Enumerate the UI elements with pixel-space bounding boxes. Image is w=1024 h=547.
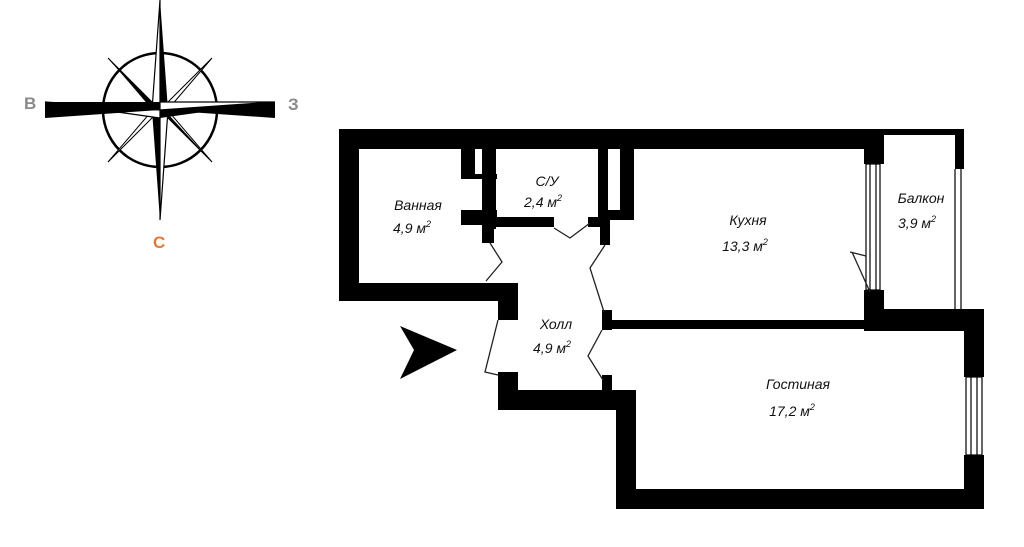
kitchen-door — [589, 244, 606, 313]
doors — [484, 222, 871, 381]
wall-wc-kitchen-bottom — [598, 210, 634, 220]
room-hall: Холл 4,9 м2 — [533, 316, 572, 356]
room-living-name: Гостиная — [766, 376, 831, 392]
bathroom-door — [485, 242, 503, 282]
wall-wc-kitchen-left — [598, 149, 608, 219]
wall-bath-wc-partition — [482, 149, 496, 229]
room-wc: С/У 2,4 м2 — [523, 173, 562, 210]
compass-main-points — [44, 0, 276, 221]
wall-bathroom-bottom — [339, 283, 499, 301]
balcony-window — [954, 169, 962, 309]
room-living: Гостиная 17,2 м2 — [766, 376, 831, 419]
wall-living-top-right — [864, 309, 984, 331]
room-kitchen: Кухня 13,3 м2 — [722, 212, 768, 254]
room-balcony: Балкон 3,9 м2 — [898, 190, 945, 231]
compass-rose: В З С — [24, 0, 299, 252]
wall-wc-kitchen-right — [620, 149, 634, 219]
windows — [865, 163, 983, 456]
wall-living-right-top — [964, 309, 984, 377]
wall-living-bottom — [616, 489, 984, 509]
wall-hall-pillar-top — [498, 283, 518, 320]
wall-wc-bottom — [482, 217, 554, 227]
room-bathroom: Ванная 4,9 м2 — [393, 197, 442, 236]
room-hall-area: 4,9 м2 — [533, 339, 571, 356]
walls — [339, 129, 984, 509]
wall-bath-door-jamb — [482, 225, 494, 243]
wall-balcony-top — [880, 129, 964, 135]
room-kitchen-area: 13,3 м2 — [722, 237, 768, 254]
wall-kitchen-door-jamb — [600, 217, 610, 245]
wall-hall-living-jamb — [602, 375, 612, 391]
living-door — [587, 329, 604, 381]
wall-hall-pillar-bottom — [498, 372, 518, 410]
room-bathroom-area: 4,9 м2 — [393, 219, 431, 236]
compass-diagonal-points — [107, 57, 213, 163]
room-wc-name: С/У — [536, 173, 561, 189]
wall-kitchen-right-top — [864, 129, 884, 164]
room-balcony-area: 3,9 м2 — [898, 214, 936, 231]
wall-left — [339, 129, 359, 301]
wall-top — [339, 129, 881, 149]
room-hall-name: Холл — [539, 316, 572, 332]
entrance-arrow-icon — [400, 326, 457, 379]
room-labels: Ванная 4,9 м2 С/У 2,4 м2 Кухня 13,3 м2 Б… — [393, 173, 945, 419]
wall-wc-door-jamb — [588, 217, 610, 227]
room-kitchen-name: Кухня — [729, 212, 767, 228]
room-wc-area: 2,4 м2 — [523, 193, 562, 210]
wall-bath-wc-upper — [461, 149, 475, 174]
compass-west-label: В — [24, 94, 36, 113]
room-living-area: 17,2 м2 — [769, 402, 815, 419]
balcony-door — [851, 251, 871, 293]
kitchen-window — [865, 163, 881, 291]
wall-hall-bottom — [498, 390, 636, 410]
wc-door — [553, 222, 591, 239]
entrance-door — [484, 319, 499, 376]
room-balcony-name: Балкон — [898, 190, 945, 206]
wall-balcony-right-top — [955, 129, 964, 169]
compass-south-label: С — [153, 233, 165, 252]
wall-kitchen-living — [602, 320, 882, 329]
room-bathroom-name: Ванная — [394, 197, 442, 213]
wall-living-left — [616, 390, 636, 509]
compass-east-label: З — [288, 95, 299, 114]
living-window — [965, 376, 983, 456]
wall-bath-wc-shelf — [461, 174, 497, 179]
